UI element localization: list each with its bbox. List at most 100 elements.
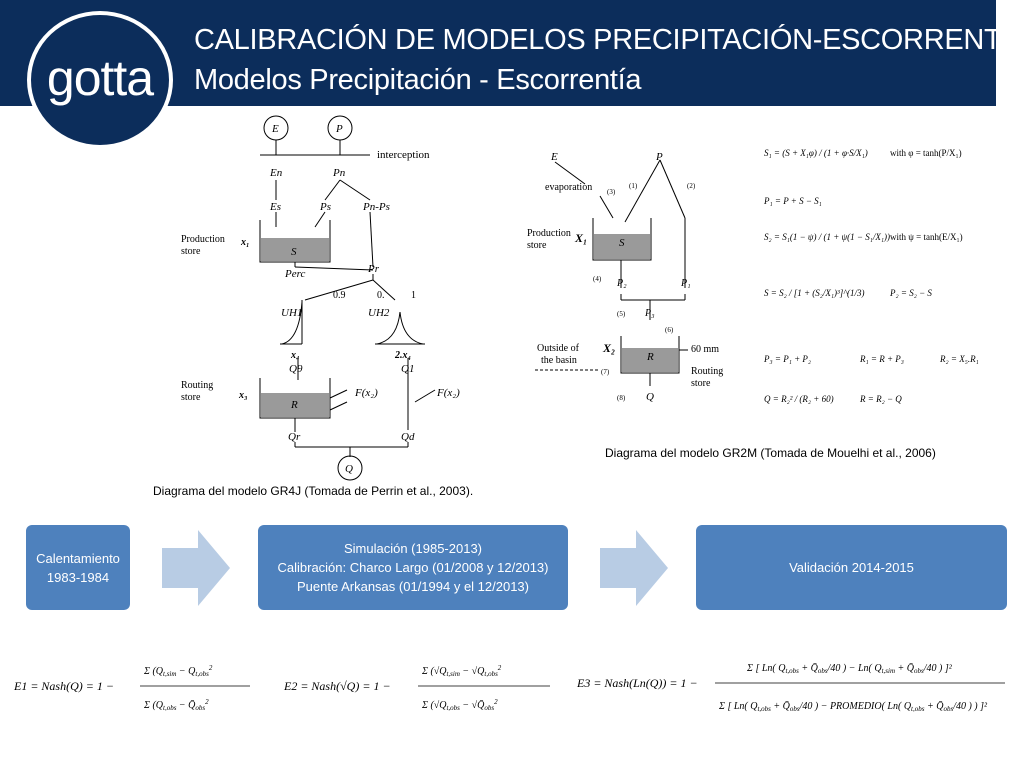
formula-E1: E1 = Nash(Q) = 1 − Σ (Qt,sim − Qt,obs2 Σ… <box>12 664 250 727</box>
gr2m-production-store-fill <box>594 234 650 259</box>
validation-text: Validación 2014-2015 <box>789 560 914 575</box>
gr4j-label-09: 0.9 <box>333 290 346 301</box>
gr4j-label-UH1: UH1 <box>281 307 302 319</box>
formula-E1-den: Σ (Qt,obs − Q̄obs2 <box>143 698 209 712</box>
gr4j-label-routing-2: store <box>181 392 201 403</box>
warmup-line1: Calentamiento <box>36 550 120 566</box>
gr4j-label-Qd: Qd <box>401 431 415 443</box>
gr2m-label-P3: P₃ <box>644 308 655 319</box>
gr4j-label-E: E <box>271 123 279 135</box>
gr2m-label-n4: (4) <box>593 275 602 283</box>
simulation-box: Simulación (1985-2013) Calibración: Char… <box>258 525 568 610</box>
gr2m-diagram: E P evaporation (1) (2) (3) (4) (5) (6) … <box>527 151 723 403</box>
gr2m-label-routing-1: Routing <box>691 366 723 377</box>
gr4j-label-Q9: Q9 <box>289 363 303 375</box>
gr2m-eq-S2: S₂ = S₁(1 − ψ) / (1 + ψ(1 − S₁/X₁)) <box>764 232 890 242</box>
gr2m-label-P1: P₁ <box>680 278 691 289</box>
gr4j-label-routing-1: Routing <box>181 380 213 391</box>
gr4j-label-Q: Q <box>345 463 353 475</box>
formula-E2: E2 = Nash(√Q) = 1 − Σ (√Qt,sim − √Qt,obs… <box>282 664 550 727</box>
gr2m-eq-P2: P₂ = S₂ − S <box>889 288 932 298</box>
gr2m-label-evaporation: evaporation <box>545 182 592 193</box>
gr2m-eq-R1: R₁ = R + P₃ <box>859 354 904 364</box>
gr2m-eq-R2: R₂ = X₅.R₁ <box>939 354 979 364</box>
logo-text: gotta <box>46 50 154 106</box>
gr4j-label-x4b: 2.x₄ <box>394 350 411 361</box>
gr2m-label-n1: (1) <box>629 182 638 190</box>
validation-box: Validación 2014-2015 <box>696 525 1007 610</box>
formula-E3: E3 = Nash(Ln(Q)) = 1 − Σ [ Ln( Qt,obs + … <box>575 662 1005 728</box>
gr4j-label-UH2: UH2 <box>368 307 390 319</box>
gr2m-label-Q: Q <box>646 391 654 403</box>
sim-line2: Calibración: Charco Largo (01/2008 y 12/… <box>277 560 549 575</box>
formula-E1-text: E1 = Nash(Q) = 1 − Σ(Q_t,sim − Q_t,obs)²… <box>12 724 39 727</box>
gr2m-label-routing-2: store <box>691 378 711 389</box>
gr2m-label-production-1: Production <box>527 228 571 239</box>
gr2m-label-n3: (3) <box>607 188 616 196</box>
gr2m-eq-S: S = S₂ / [1 + (S₂/X₁)³]^(1/3) <box>764 288 865 298</box>
gr2m-equations: S₁ = (S + X₁φ) / (1 + φ·S/X₁) with φ = t… <box>763 148 979 404</box>
gr2m-label-n2: (2) <box>687 182 696 190</box>
page-title: CALIBRACIÓN DE MODELOS PRECIPITACIÓN-ESC… <box>194 24 1024 56</box>
formula-E2-den: Σ (√Qt,obs − √Q̄obs2 <box>421 698 498 712</box>
formula-E3-lhs: E3 = Nash(Ln(Q)) = 1 − <box>576 676 698 690</box>
gr4j-label-01: 0. <box>377 290 385 301</box>
gr4j-diagram: E P interception En Pn Es Ps Pn-Ps Perc … <box>181 115 460 481</box>
gr2m-label-n5: (5) <box>617 310 626 318</box>
formula-E1-num: Σ (Qt,sim − Qt,obs2 <box>143 664 213 678</box>
gr2m-routing-store-fill <box>622 348 678 372</box>
gr4j-label-1: 1 <box>411 290 416 301</box>
gr2m-label-60mm: 60 mm <box>691 344 719 355</box>
gr4j-label-x1: x₁ <box>240 237 250 248</box>
gr2m-label-n8: (8) <box>617 394 626 402</box>
gr4j-label-P: P <box>335 123 343 135</box>
gr4j-label-Es: Es <box>269 201 281 213</box>
gr4j-label-Qr: Qr <box>288 431 301 443</box>
formula-E2-lhs: E2 = Nash(√Q) = 1 − <box>283 679 391 693</box>
gr4j-label-Fx2a: F(x₂) <box>354 387 378 399</box>
gr4j-label-x4: x₄ <box>290 350 300 361</box>
gr2m-eq-P1: P₁ = P + S − S₁ <box>763 196 822 206</box>
gr4j-label-Perc: Perc <box>284 268 305 280</box>
gr4j-caption: Diagrama del modelo GR4J (Tomada de Perr… <box>153 484 474 498</box>
gotta-logo: gotta <box>27 11 173 149</box>
gr4j-label-R: R <box>290 399 298 411</box>
sim-line1: Simulación (1985-2013) <box>343 541 483 556</box>
gr4j-label-interception: interception <box>377 149 430 161</box>
formula-E1-lhs: E1 = Nash(Q) = 1 − <box>13 679 114 693</box>
gr4j-label-S: S <box>291 246 297 258</box>
warmup-line2: 1983-1984 <box>46 569 110 585</box>
gr4j-label-Ps: Ps <box>319 201 331 213</box>
gr2m-eq-R: R = R₂ − Q <box>859 394 902 404</box>
arrow-right-icon <box>162 530 230 606</box>
gr2m-eq-S1: S₁ = (S + X₁φ) / (1 + φ·S/X₁) <box>764 148 868 158</box>
gr2m-label-S: S <box>619 237 625 249</box>
gr2m-label-outside-2: the basin <box>541 355 577 366</box>
gr4j-routing-store-fill <box>261 393 329 417</box>
formula-E3-text: E3 = Nash(Ln(Q)) = 1 − Σ[Ln(Q_t,obs + Q̄… <box>575 725 637 728</box>
sim-line3: Puente Arkansas (01/1994 y el 12/2013) <box>297 579 529 594</box>
gr4j-label-PnPs: Pn-Ps <box>362 201 390 213</box>
gr4j-label-Fx2b: F(x₂) <box>436 387 460 399</box>
warmup-box: Calentamiento 1983-1984 <box>26 525 130 610</box>
arrow-right-icon <box>600 530 668 606</box>
gr2m-label-production-2: store <box>527 240 547 251</box>
formula-E2-text: E2 = Nash(√Q) = 1 − Σ(√Q_t,sim − √Q_t,ob… <box>282 724 312 727</box>
gr2m-label-n6: (6) <box>665 326 674 334</box>
gr4j-label-production-2: store <box>181 246 201 257</box>
gr2m-eq-Q: Q = R₂² / (R₂ + 60) <box>764 394 834 404</box>
gr2m-label-X2: X₂ <box>602 341 615 355</box>
gr2m-label-P2: P₂ <box>616 278 627 289</box>
gr4j-production-store-fill <box>261 238 329 261</box>
gr2m-label-X1: X₁ <box>574 231 587 245</box>
gr4j-label-Pr: Pr <box>367 263 380 275</box>
formula-E2-num: Σ (√Qt,sim − √Qt,obs2 <box>421 664 502 678</box>
gr2m-label-P: P <box>655 151 663 163</box>
gr2m-eq-P3: P₃ = P₁ + P₂ <box>763 354 811 364</box>
gr4j-label-production-1: Production <box>181 234 225 245</box>
gr4j-label-Pn: Pn <box>332 167 346 179</box>
formula-E3-den: Σ [ Ln( Qt,obs + Q̄obs/40 ) − PROMEDIO( … <box>718 700 988 713</box>
gr2m-label-outside-1: Outside of <box>537 343 580 354</box>
gr2m-caption: Diagrama del modelo GR2M (Tomada de Moue… <box>605 446 936 460</box>
gr2m-label-E: E <box>550 151 558 163</box>
